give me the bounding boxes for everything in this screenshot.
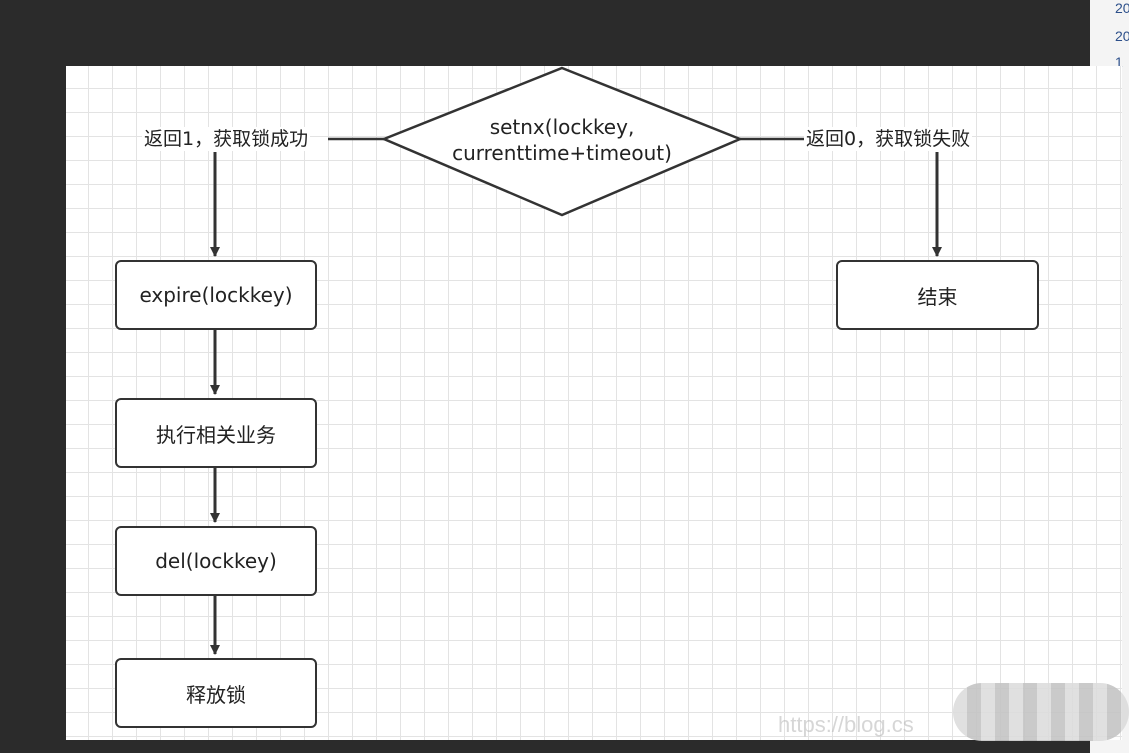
flowchart-canvas: setnx(lockkey, currenttime+timeout) 返回1，…: [66, 66, 1122, 740]
end-node: 结束: [836, 260, 1039, 330]
side-panel-text: 1: [1115, 54, 1123, 70]
failure-branch-label: 返回0，获取锁失败: [804, 127, 973, 151]
decision-text: setnx(lockkey, currenttime+timeout): [382, 114, 742, 166]
blurred-overlay: [953, 683, 1129, 741]
step-del: del(lockkey): [115, 526, 317, 596]
success-branch-label: 返回1，获取锁成功: [142, 127, 311, 151]
step-release: 释放锁: [115, 658, 317, 728]
decision-line-1: setnx(lockkey,: [489, 115, 635, 139]
side-panel-text: 20: [1115, 0, 1129, 16]
step-business: 执行相关业务: [115, 398, 317, 468]
step-expire: expire(lockkey): [115, 260, 317, 330]
side-panel-text: 20: [1115, 28, 1129, 44]
watermark: https://blog.cs: [778, 712, 914, 737]
connector-lines: [210, 66, 942, 655]
decision-diamond: [380, 66, 744, 217]
decision-line-2: currenttime+timeout): [452, 141, 672, 165]
